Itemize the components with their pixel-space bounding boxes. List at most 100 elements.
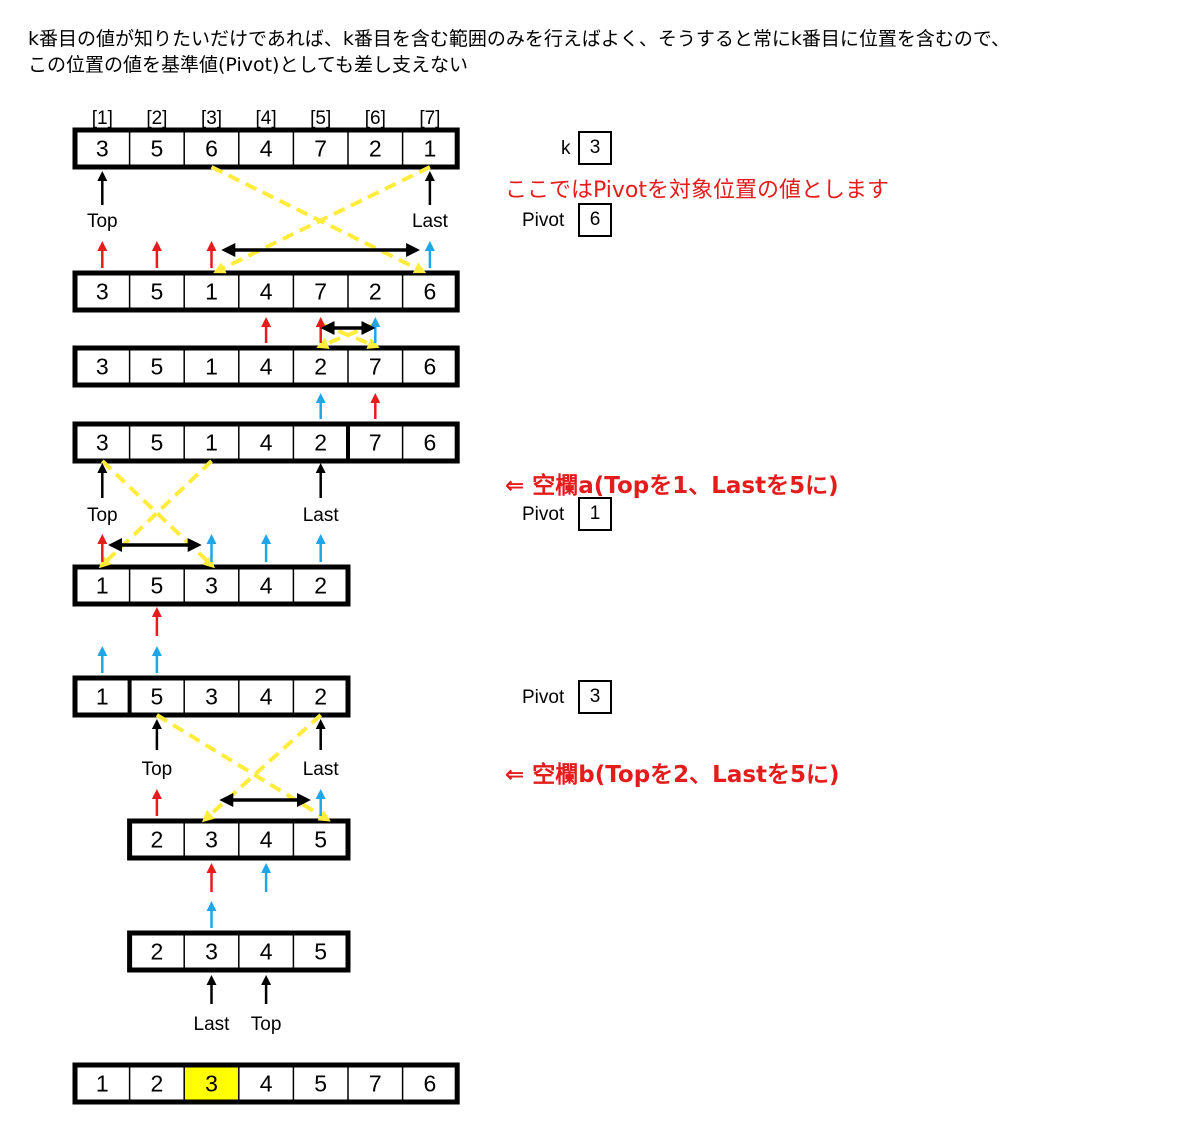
array-frame (127, 930, 351, 973)
array-cell-value: 5 (151, 430, 164, 456)
array-cell-value: 3 (96, 354, 109, 380)
array-cell-value: 3 (205, 827, 218, 853)
pivot-label-1: Pivot (522, 210, 565, 231)
array-cell-value: 4 (260, 827, 273, 853)
array-cell-value: 4 (260, 279, 273, 305)
array-frame (72, 127, 460, 170)
pointer-arrows (97, 171, 435, 1004)
index-labels: [1][2][3][4][5][6][7] (92, 108, 441, 129)
array-cell-value: 1 (96, 1071, 109, 1097)
array-frame (72, 421, 460, 464)
array-frame (72, 270, 460, 313)
pointer-label-last: Last (303, 759, 340, 780)
array-cell-value: 2 (314, 684, 327, 710)
pointer-label-top: Top (87, 505, 118, 526)
array-cell-value: 1 (205, 354, 218, 380)
array-cell-value: 5 (151, 136, 164, 162)
array-cell-value: 2 (369, 279, 382, 305)
intro-line-1: k番目の値が知りたいだけであれば、k番目を含む範囲のみを行えばよく、そうすると常… (28, 28, 1011, 50)
array-cell-value: 1 (205, 279, 218, 305)
index-label: [3] (201, 108, 222, 129)
swap-line (210, 165, 427, 274)
swap-line (319, 322, 380, 349)
swap-line (155, 713, 331, 822)
array-cell-value: 5 (314, 827, 327, 853)
array-cell-value: 7 (314, 136, 327, 162)
pointer-label-last: Last (412, 211, 449, 232)
array-cell-value: 2 (314, 430, 327, 456)
array-cell-value: 2 (151, 939, 164, 965)
index-label: [4] (256, 108, 277, 129)
array-row1: 3 5 6 4 7 2 1 (72, 127, 460, 170)
array-cell-value: 3 (205, 939, 218, 965)
array-frame (72, 1062, 460, 1105)
array-cell-value: 1 (424, 136, 437, 162)
array-row8: 2 3 4 5 (127, 930, 351, 973)
array-frame (72, 345, 460, 388)
array-cell-value: 6 (424, 279, 437, 305)
array-cell-value: 3 (205, 1071, 218, 1097)
pointer-label-last: Last (194, 1014, 231, 1035)
array-cell-value: 4 (260, 430, 273, 456)
pivot-value-box-1: 6 (578, 203, 612, 237)
array-cell-value: 7 (369, 1071, 382, 1097)
array-cell-value: 3 (96, 136, 109, 162)
swap-line (213, 165, 431, 274)
blank-a-note: ⇐ 空欄a(Topを1、Lastを5に) (505, 473, 839, 499)
array-cell-value: 1 (205, 430, 218, 456)
pivot-rule-note: ここではPivotを対象位置の値とします (505, 178, 890, 203)
intro-line-2: この位置の値を基準値(Pivot)としても差し支えない (28, 54, 468, 76)
swap-line (100, 459, 215, 569)
swap-line (316, 322, 377, 349)
index-label: [1] (92, 108, 113, 129)
pointer-label-top: Top (251, 1014, 282, 1035)
array-frame (127, 818, 351, 861)
swap-lines (98, 165, 431, 823)
pointer-label-last: Last (303, 505, 340, 526)
target-cell-highlight (184, 1065, 239, 1102)
array-cell-value: 7 (369, 430, 382, 456)
swap-line (201, 713, 323, 823)
index-label: [7] (419, 108, 440, 129)
array-cell-value: 7 (369, 354, 382, 380)
array-cell-value: 2 (369, 136, 382, 162)
array-cell-value: 6 (205, 136, 218, 162)
blank-b-note: ⇐ 空欄b(Topを2、Lastを5に) (505, 762, 840, 788)
array-cell-value: 2 (314, 354, 327, 380)
array-row4: 3 5 1 4 2 7 6 (72, 421, 460, 464)
pivot-label-3: Pivot (522, 687, 565, 708)
array-frame (72, 564, 351, 607)
pivot-value-box-2: 1 (578, 497, 612, 531)
array-cell-value: 5 (151, 354, 164, 380)
pointer-label-top: Top (87, 211, 118, 232)
array-row7: 2 3 4 5 (127, 818, 351, 861)
array-frame (72, 675, 351, 718)
array-cell-value: 5 (314, 939, 327, 965)
array-cell-value: 3 (96, 279, 109, 305)
array-cell-value: 5 (151, 573, 164, 599)
array-cell-value: 5 (151, 279, 164, 305)
array-cell-value: 3 (96, 430, 109, 456)
intro-text: k番目の値が知りたいだけであれば、k番目を含む範囲のみを行えばよく、そうすると常… (28, 26, 1010, 78)
array-cell-value: 3 (205, 684, 218, 710)
array-cell-value: 6 (424, 430, 437, 456)
array-cell-value: 5 (314, 1071, 327, 1097)
array-cell-value: 1 (96, 573, 109, 599)
index-label: [5] (310, 108, 331, 129)
array-cell-value: 4 (260, 939, 273, 965)
array-cell-value: 4 (260, 1071, 273, 1097)
k-label: k (561, 138, 571, 159)
swap-line (98, 459, 213, 569)
array-cell-value: 4 (260, 136, 273, 162)
array-cell-value: 1 (96, 684, 109, 710)
pivot-value-box-3: 3 (578, 680, 612, 714)
array-cell-value: 2 (151, 827, 164, 853)
index-label: [2] (146, 108, 167, 129)
array-cell-value: 2 (151, 1071, 164, 1097)
